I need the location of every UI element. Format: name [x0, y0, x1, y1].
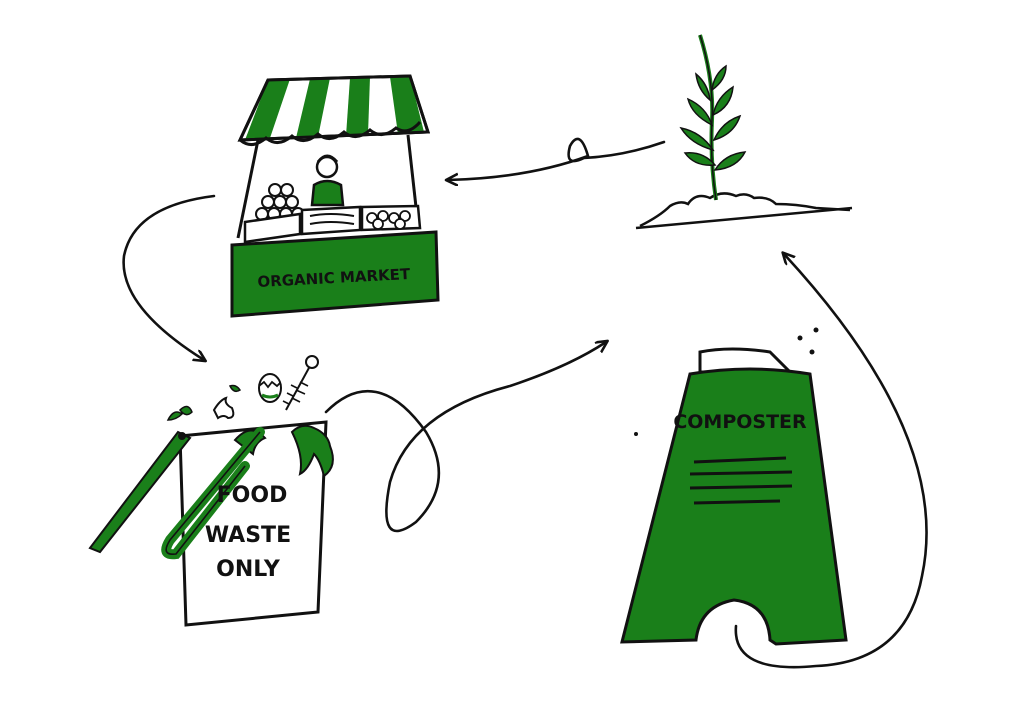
arrow-composter-to-plant: [734, 254, 928, 669]
cycle-arrows: [122, 137, 928, 669]
bin-label-line3: ONLY: [216, 557, 281, 582]
egg-shell-icon: [258, 373, 282, 403]
market-stall-icon: ORGANIC MARKET: [230, 74, 440, 318]
apple-core-icon: [212, 384, 242, 420]
bin-label-line1: FOOD: [217, 483, 288, 508]
striped-awning: [237, 74, 431, 146]
arrow-market-to-bin: [122, 194, 216, 360]
arrow-plant-to-market: [448, 137, 666, 180]
fish-bone-icon: [282, 355, 319, 411]
vendor-icon: [310, 154, 345, 207]
composter-label: COMPOSTER: [673, 411, 807, 433]
leaf-scrap-icon: [166, 405, 193, 421]
composter-icon: COMPOSTER: [620, 327, 848, 646]
bin-label-line2: WASTE: [205, 523, 291, 548]
seedling-plant-icon: [635, 34, 853, 230]
arrow-bin-to-composter: [324, 342, 606, 533]
food-waste-bin-icon: FOOD WASTE ONLY: [88, 420, 334, 627]
